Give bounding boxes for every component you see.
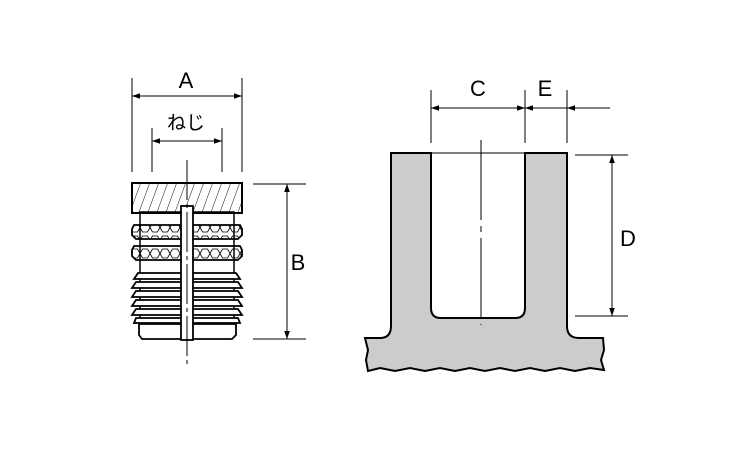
label-c: C	[470, 76, 486, 101]
boss-section-fill	[363, 152, 606, 373]
boss-cross-section	[363, 90, 628, 373]
label-thread: ねじ	[167, 112, 205, 134]
insert-side-view	[130, 78, 306, 365]
label-e: E	[538, 76, 553, 101]
label-d: D	[620, 226, 636, 251]
label-b: B	[291, 250, 306, 275]
label-a: A	[179, 68, 194, 93]
